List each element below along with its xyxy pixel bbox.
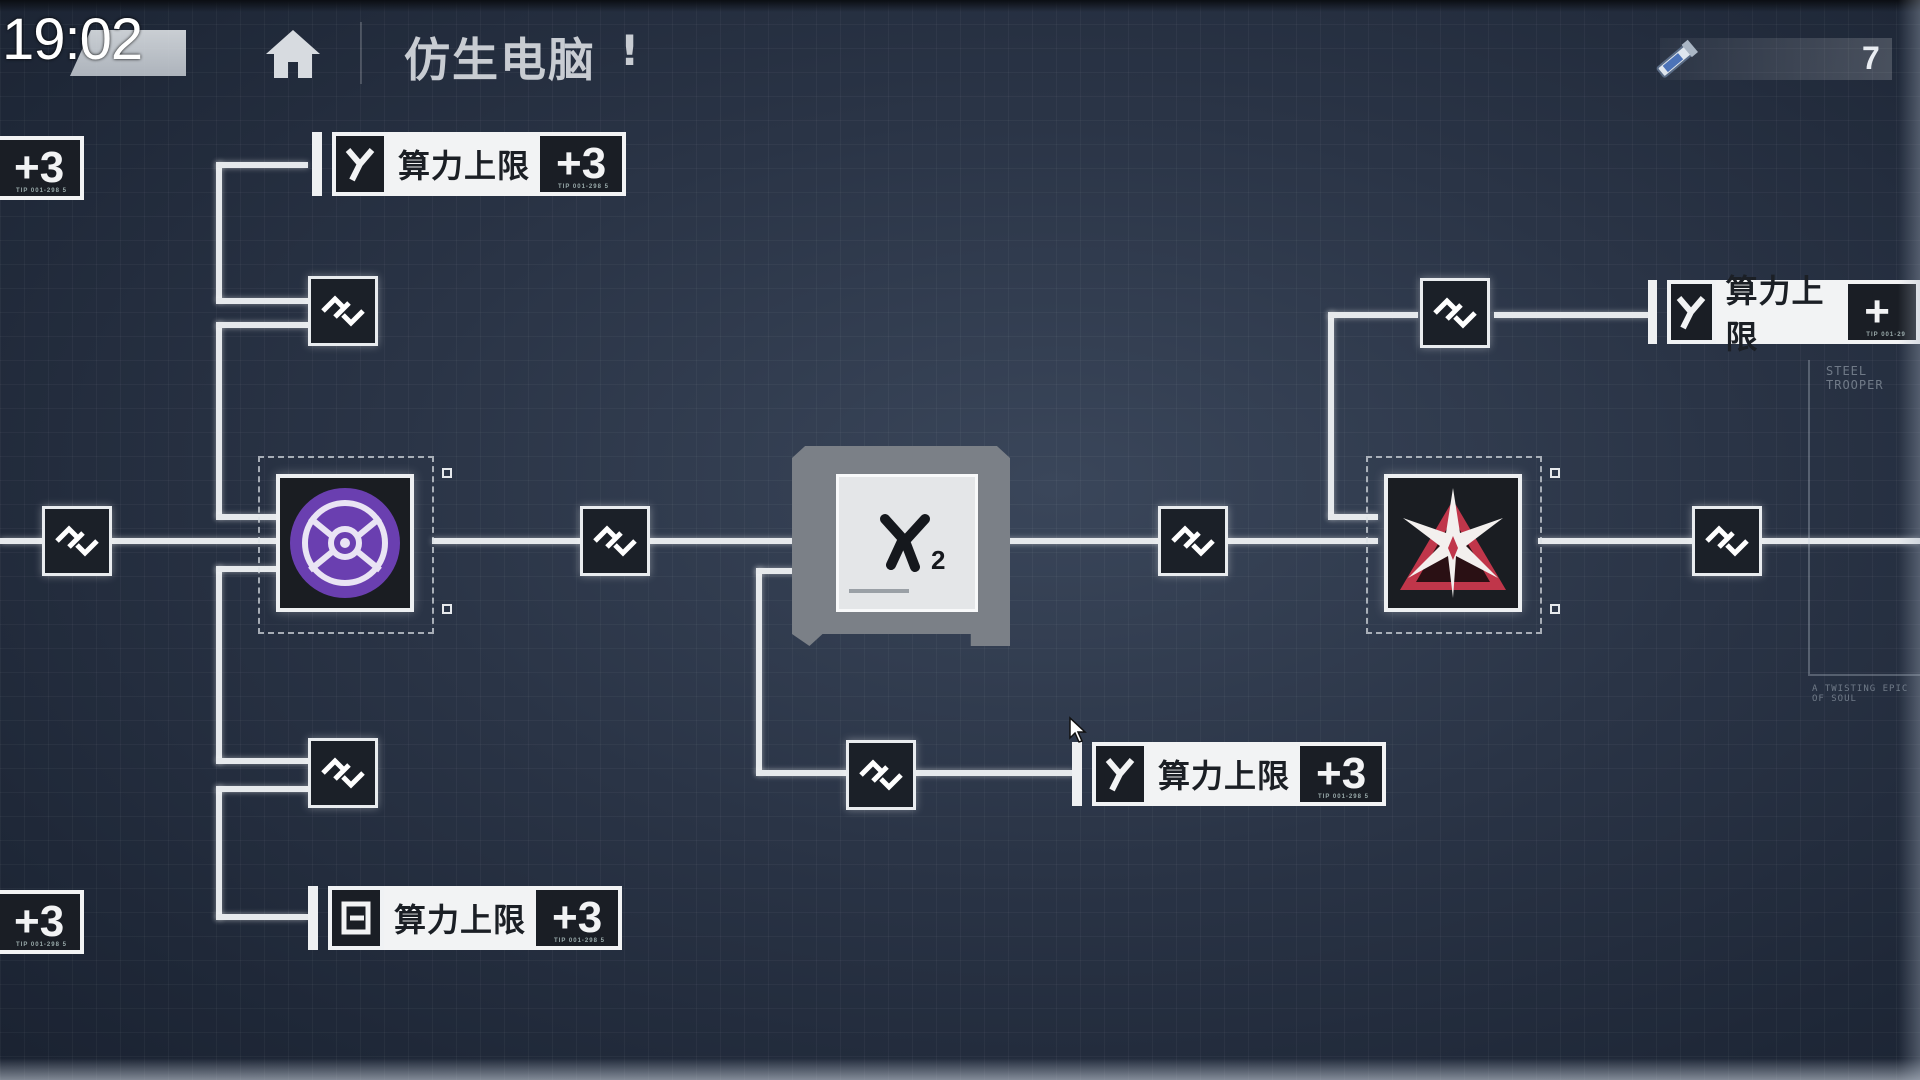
bonus-value: +3 bbox=[14, 143, 65, 192]
connector-line bbox=[216, 322, 222, 518]
home-icon[interactable] bbox=[262, 26, 324, 82]
link-node[interactable] bbox=[1158, 506, 1228, 576]
connector-line bbox=[756, 568, 762, 774]
deco-text: STEEL TROOPER bbox=[1826, 364, 1884, 392]
connector-line bbox=[216, 566, 280, 572]
connector-line bbox=[0, 538, 44, 544]
connector-line bbox=[648, 538, 806, 544]
stat-name: 算力上限 bbox=[384, 886, 537, 950]
alert-indicator: ! bbox=[620, 26, 640, 75]
link-node[interactable] bbox=[1692, 506, 1762, 576]
deco-text: A TWISTING EPIC OF SOUL bbox=[1812, 684, 1909, 704]
stat-name: 算力上限 bbox=[1715, 272, 1849, 356]
frame-corner bbox=[442, 468, 452, 478]
bonus-value: + bbox=[1864, 287, 1890, 336]
link-icon bbox=[1433, 297, 1477, 329]
deco-panel bbox=[1808, 360, 1920, 676]
stat-label[interactable]: 算力上限 +TIP 001-29 bbox=[1648, 272, 1920, 356]
connector-line bbox=[1226, 538, 1378, 544]
y-icon bbox=[332, 132, 388, 196]
link-node[interactable] bbox=[308, 738, 378, 808]
link-icon bbox=[321, 295, 365, 327]
stat-name: 算力上限 bbox=[1148, 742, 1301, 806]
label-tick bbox=[308, 886, 318, 950]
back-button[interactable] bbox=[70, 30, 186, 76]
frame-corner bbox=[1550, 468, 1560, 478]
connector-line bbox=[216, 566, 222, 764]
red-star-node[interactable] bbox=[1384, 474, 1522, 612]
screen-edge bbox=[0, 0, 1920, 12]
connector-line bbox=[216, 914, 308, 920]
mouse-cursor-icon bbox=[1068, 716, 1088, 744]
page-title: 仿生电脑 bbox=[404, 33, 596, 87]
link-icon bbox=[593, 525, 637, 557]
svg-text:2: 2 bbox=[931, 545, 945, 575]
bonus-value: +3 bbox=[552, 893, 603, 942]
header-divider bbox=[360, 22, 362, 84]
y2-core-icon: 2 bbox=[849, 514, 945, 593]
y-icon bbox=[1092, 742, 1148, 806]
link-icon bbox=[859, 759, 903, 791]
system-clock: 19:02 bbox=[2, 7, 143, 72]
currency-value: 7 bbox=[1862, 40, 1880, 76]
connector-line bbox=[216, 786, 222, 920]
link-icon bbox=[321, 757, 365, 789]
connector-line bbox=[1538, 538, 1694, 544]
star-triangle-icon bbox=[1400, 488, 1506, 598]
connector-line bbox=[216, 298, 308, 304]
label-tick bbox=[1648, 280, 1657, 344]
bonus-value: +3 bbox=[14, 897, 65, 946]
link-node[interactable] bbox=[580, 506, 650, 576]
link-icon bbox=[1705, 525, 1749, 557]
connector-line bbox=[1328, 514, 1378, 520]
connector-line bbox=[216, 758, 308, 764]
link-node[interactable] bbox=[308, 276, 378, 346]
chip-currency-icon bbox=[1650, 34, 1702, 86]
link-node[interactable] bbox=[1420, 278, 1490, 348]
selection-frame bbox=[258, 456, 434, 634]
connector-line bbox=[1328, 312, 1418, 318]
connector-line bbox=[432, 538, 582, 544]
connector-line bbox=[756, 568, 806, 574]
connector-line bbox=[914, 770, 1074, 776]
connector-line bbox=[216, 786, 308, 792]
connector-line bbox=[216, 322, 308, 328]
frame-corner bbox=[1550, 604, 1560, 614]
connector-line bbox=[216, 162, 308, 168]
link-icon bbox=[55, 525, 99, 557]
link-node[interactable] bbox=[846, 740, 916, 810]
connector-line bbox=[216, 162, 222, 302]
connector-line bbox=[1328, 312, 1334, 518]
label-tick bbox=[1072, 742, 1082, 806]
link-node[interactable] bbox=[42, 506, 112, 576]
connector-line bbox=[756, 770, 848, 776]
connector-line bbox=[1004, 538, 1160, 544]
selection-frame bbox=[1366, 456, 1542, 634]
bonus-value: +3 bbox=[556, 139, 607, 188]
screen-edge bbox=[0, 1058, 1920, 1080]
b-icon bbox=[328, 886, 384, 950]
connector-line bbox=[110, 538, 280, 544]
link-icon bbox=[1171, 525, 1215, 557]
y-icon bbox=[1666, 280, 1716, 344]
stat-name: 算力上限 bbox=[388, 132, 541, 196]
currency-bar bbox=[1660, 38, 1892, 80]
target-icon bbox=[290, 488, 400, 598]
label-tick bbox=[312, 132, 322, 196]
connector-line bbox=[1762, 538, 1920, 544]
screen-edge bbox=[1898, 0, 1920, 1080]
core-node[interactable]: 2 bbox=[836, 474, 978, 612]
frame-corner bbox=[442, 604, 452, 614]
bonus-value: +3 bbox=[1316, 749, 1367, 798]
connector-line bbox=[216, 514, 280, 520]
connector-line bbox=[1494, 312, 1650, 318]
purple-target-node[interactable] bbox=[276, 474, 414, 612]
